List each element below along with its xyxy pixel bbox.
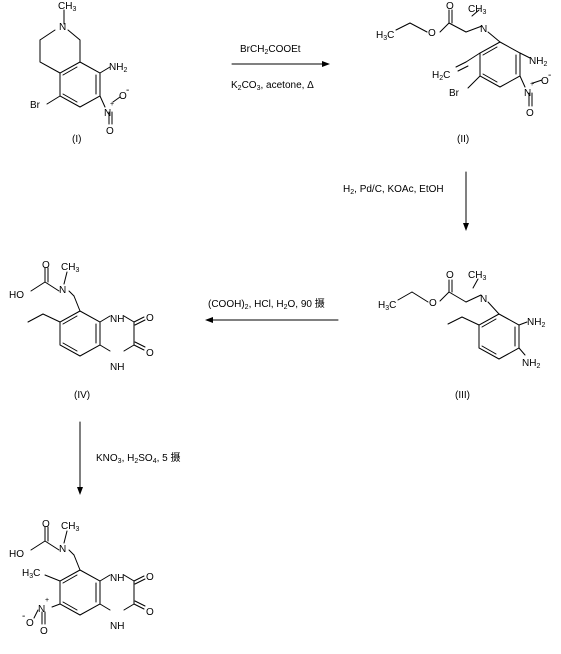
p-nh-top: NH xyxy=(110,573,124,584)
p-minus: - xyxy=(22,611,25,622)
c2-o-ester: O xyxy=(428,28,436,39)
p-n-plus: + xyxy=(45,597,49,604)
arrow-step-3-head xyxy=(205,317,213,323)
p-o-carbonyl: O xyxy=(42,519,50,530)
c2-o: O xyxy=(526,108,534,119)
c4-nh-bottom: NH xyxy=(110,362,124,373)
c1-n-ring: N xyxy=(59,22,66,33)
compound-4-structure xyxy=(27,267,146,357)
p-o-minus: O xyxy=(26,618,34,629)
c2-n: N xyxy=(480,24,487,35)
c2-o-carbonyl: O xyxy=(446,1,454,12)
c1-o-minus: O xyxy=(119,91,127,102)
step-3-conditions: (COOH)2, HCl, H2O, 90 摄 xyxy=(208,297,325,311)
step-1-conditions: K2CO3, acetone, Δ xyxy=(231,80,314,92)
p-o: O xyxy=(40,626,48,637)
c2-o-minus: O xyxy=(541,76,549,87)
c4-ho: HO xyxy=(9,290,24,301)
c3-o-carbonyl: O xyxy=(446,270,454,281)
c2-minus: - xyxy=(548,70,551,81)
compound-1-label: (I) xyxy=(72,134,81,145)
c4-o-top: O xyxy=(146,313,154,324)
c1-o: O xyxy=(106,126,114,137)
product-structure xyxy=(30,526,146,625)
c4-ch3: CH3 xyxy=(61,262,79,274)
c2-n-nitro: N xyxy=(524,88,531,99)
c2-h3c: H3C xyxy=(376,30,394,42)
p-n-nitro: N xyxy=(38,604,45,615)
c4-n: N xyxy=(59,285,66,296)
p-o-bottom: O xyxy=(146,607,154,618)
compound-3-label: (III) xyxy=(455,390,470,401)
compound-3-structure xyxy=(397,278,528,360)
c3-n: N xyxy=(480,294,487,305)
compound-2-structure xyxy=(395,9,543,107)
p-nh-bottom: NH xyxy=(110,621,124,632)
c3-nh2-bottom: NH2 xyxy=(522,358,540,370)
p-o-top: O xyxy=(146,572,154,583)
c2-br: Br xyxy=(449,88,460,99)
c3-o-ester: O xyxy=(429,298,437,309)
arrow-step-2-head xyxy=(463,223,469,231)
c1-br: Br xyxy=(30,100,41,111)
p-ho: HO xyxy=(9,549,24,560)
c4-o-bottom: O xyxy=(146,348,154,359)
c2-nh2: NH2 xyxy=(529,56,547,68)
step-4-conditions: KNO3, H2SO4, 5 摄 xyxy=(96,451,181,465)
c3-h3c: H3C xyxy=(378,300,396,312)
c3-ch3: CH3 xyxy=(468,270,486,282)
arrow-step-4-head xyxy=(77,487,83,495)
c2-ch3: CH3 xyxy=(468,4,486,16)
p-h3c: H3C xyxy=(22,568,40,580)
c1-minus: - xyxy=(126,85,129,96)
c3-nh2-top: NH2 xyxy=(527,317,545,329)
c4-nh-top: NH xyxy=(110,314,124,325)
c1-n-plus: + xyxy=(110,101,114,108)
p-ch3: CH3 xyxy=(61,521,79,533)
compound-2-label: (II) xyxy=(457,134,469,145)
p-n: N xyxy=(59,544,66,555)
step-2-conditions: H2, Pd/C, KOAc, EtOH xyxy=(343,184,444,196)
c1-nh2: NH2 xyxy=(109,62,127,74)
c1-n-nitro: N xyxy=(104,108,111,119)
c1-ch3: CH3 xyxy=(58,1,76,13)
step-1-reagent: BrCH2COOEt xyxy=(240,44,301,56)
arrow-step-1-head xyxy=(322,61,330,67)
compound-1-structure xyxy=(39,9,121,125)
compound-4-label: (IV) xyxy=(74,390,90,401)
c2-n-plus: + xyxy=(530,81,534,88)
c2-h2c: H2C xyxy=(432,70,450,82)
c4-o-carbonyl: O xyxy=(42,260,50,271)
